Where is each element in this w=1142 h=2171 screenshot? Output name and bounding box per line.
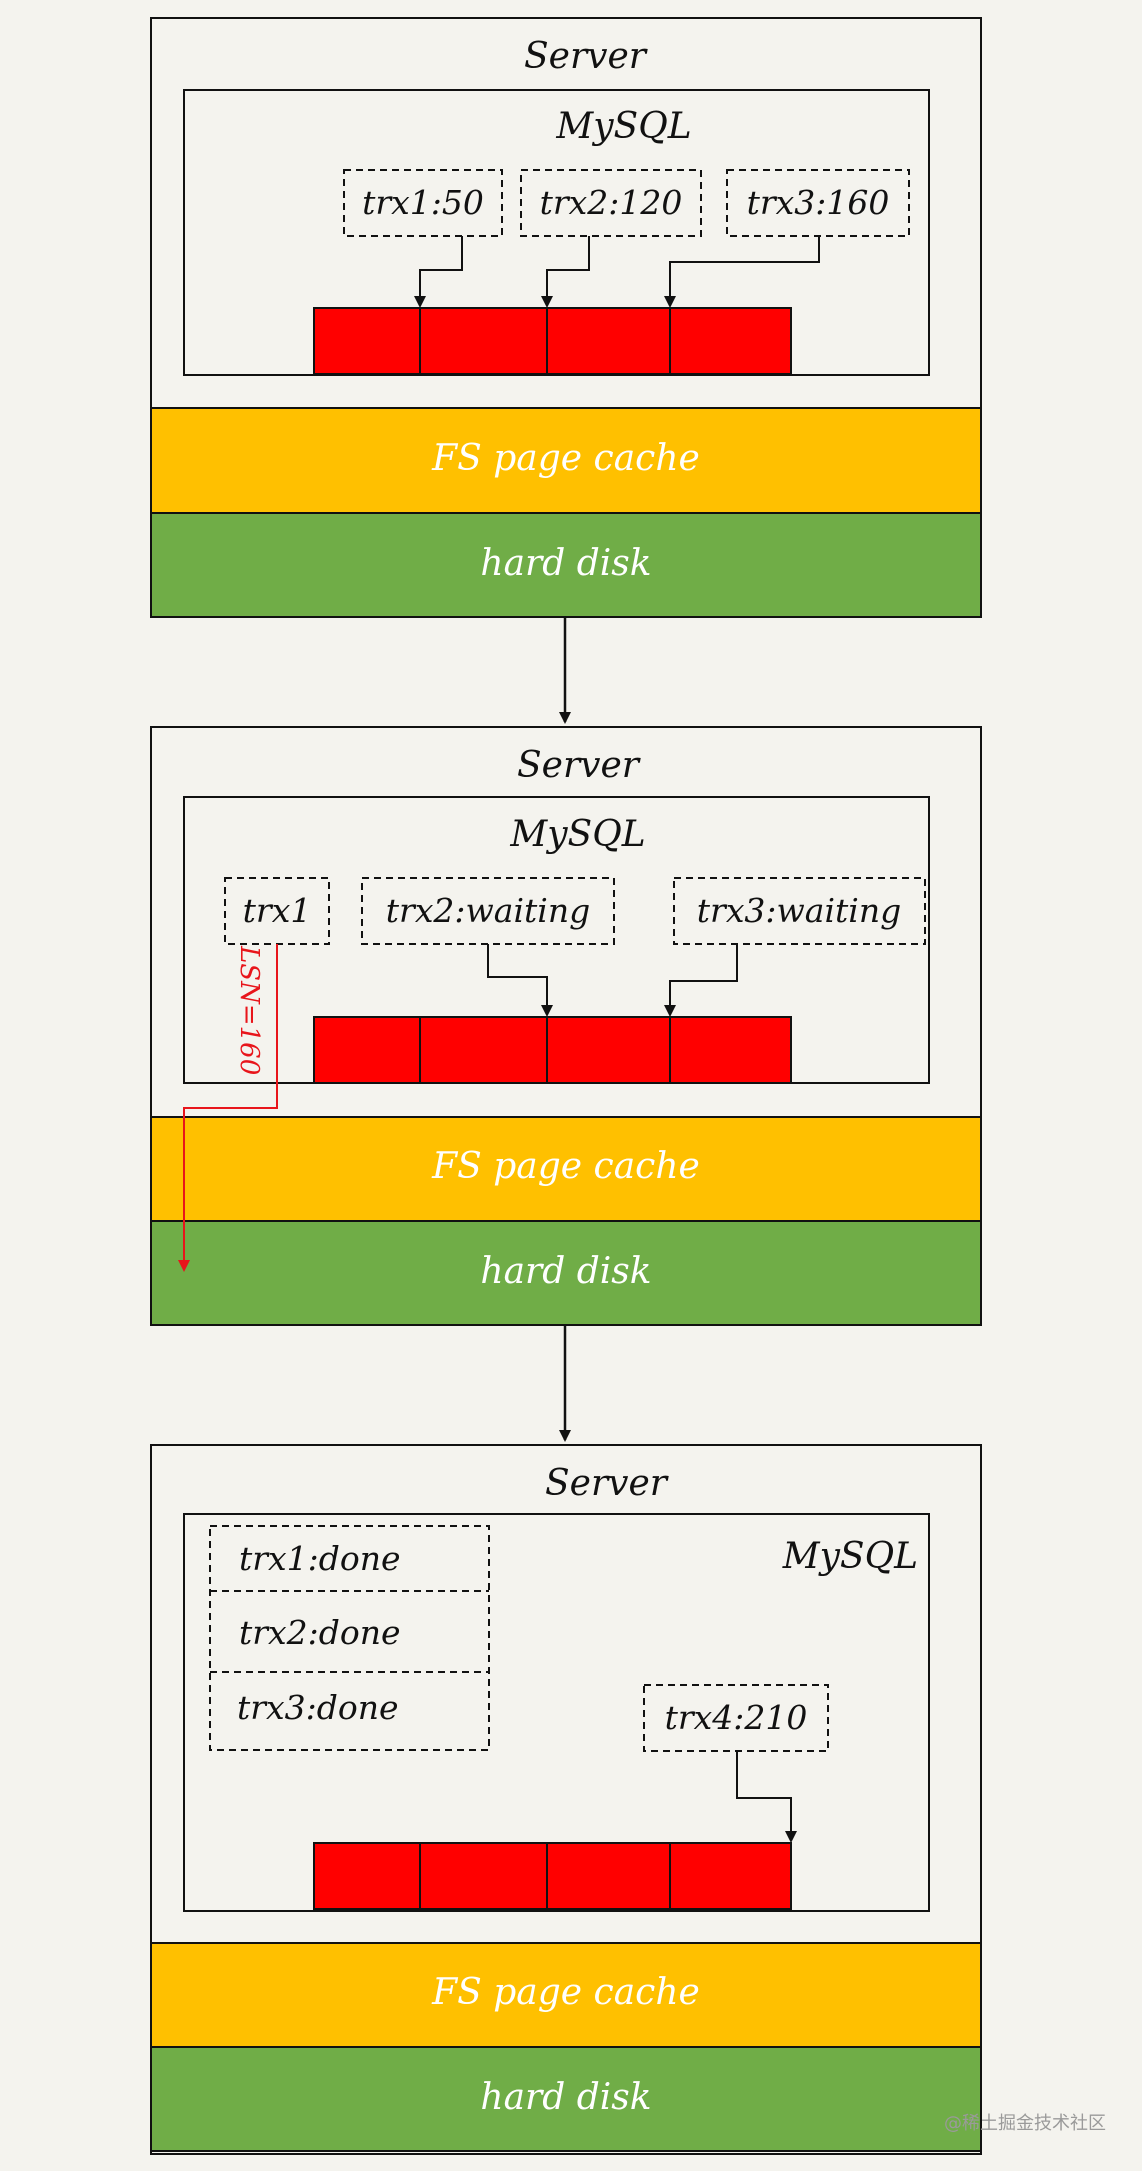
mysql-label: MySQL: [509, 814, 645, 855]
trx-box: [343, 169, 503, 237]
hard-disk-label: hard disk: [480, 1251, 651, 1292]
trx-box: [673, 877, 926, 945]
mysql-label: MySQL: [555, 106, 691, 147]
watermark: @稀土掘金技术社区: [944, 2113, 1106, 2134]
write-arrow: [487, 944, 553, 1017]
fs-page-cache-label: FS page cache: [431, 1972, 700, 2013]
mysql-label: MySQL: [782, 1536, 918, 1577]
fs-page-cache-label: FS page cache: [431, 1146, 700, 1187]
write-arrow: [736, 1751, 797, 1843]
done-list-box: [209, 1525, 490, 1751]
stage-1: Server MySQL trx1:50 trx2:120 trx3:160 F…: [150, 17, 982, 618]
write-arrow: [664, 944, 738, 1017]
trx-done-label: trx1:done: [239, 1539, 401, 1578]
trx-label: trx1: [243, 891, 312, 930]
stage-2: Server MySQL trx1 trx2:waiting trx3:wait…: [150, 726, 982, 1326]
stage-3: Server MySQL trx1:done trx2:done trx3:do…: [150, 1444, 982, 2155]
fsync-arrow: [178, 944, 278, 1272]
server-label: Server: [545, 1463, 669, 1504]
write-arrow: [541, 236, 590, 308]
lsn-label: LSN=160: [234, 945, 264, 1075]
hard-disk-label: hard disk: [480, 2077, 651, 2118]
trx-label: trx1:50: [362, 183, 484, 222]
trx-label: trx3:160: [747, 183, 890, 222]
write-arrow: [664, 236, 820, 308]
hard-disk-label: hard disk: [480, 543, 651, 584]
fs-page-cache-label: FS page cache: [431, 438, 700, 479]
server-label: Server: [517, 745, 641, 786]
redo-log-buffer: [313, 1842, 792, 1910]
trx-label: trx2:120: [540, 183, 683, 222]
redo-log-buffer: [313, 307, 792, 375]
trx-label: trx2:waiting: [386, 891, 590, 930]
trx-label: trx3:waiting: [697, 891, 901, 930]
trx-box: [520, 169, 702, 237]
write-arrow: [414, 236, 463, 308]
trx-done-label: trx2:done: [239, 1613, 401, 1652]
fs-page-cache: [150, 1116, 982, 1222]
redo-log-buffer: [313, 1016, 792, 1084]
hard-disk: [150, 1220, 982, 1326]
trx-label: trx4:210: [665, 1698, 808, 1737]
trx-done-label: trx3:done: [237, 1688, 399, 1727]
server-label: Server: [524, 36, 648, 77]
hard-disk: [150, 2046, 982, 2152]
fs-page-cache: [150, 1942, 982, 2048]
